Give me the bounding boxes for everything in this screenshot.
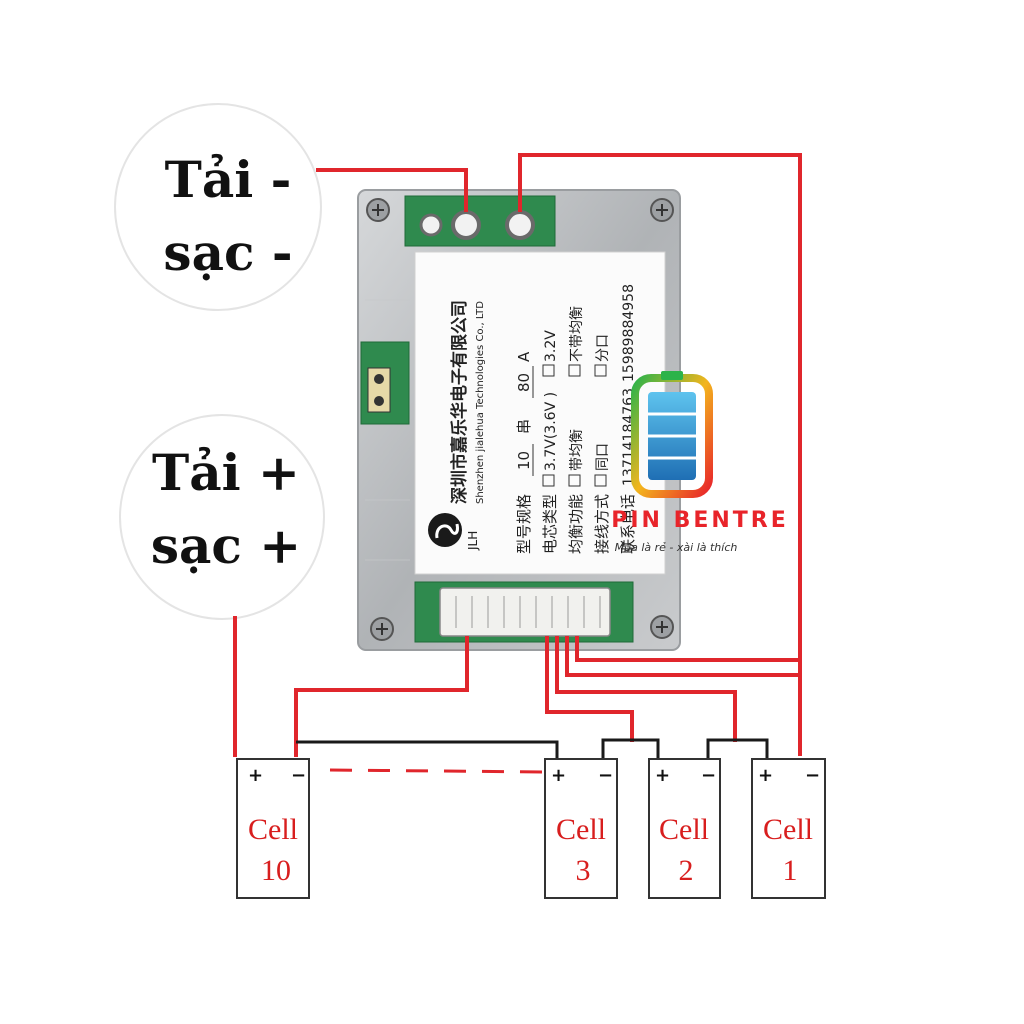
port-key: 接线方式 — [593, 494, 611, 554]
cell-2-number: 2 — [679, 854, 694, 887]
balance-option-2: 不带均衡 — [569, 306, 585, 362]
model-key: 型号规格 — [515, 494, 533, 554]
cell-1-minus: − — [805, 765, 820, 786]
series-link-cell3-cell2 — [601, 738, 660, 760]
positive-label-line2: sạc + — [151, 516, 301, 575]
pin-bentre-logo: PIN BENTRE Mua là rẻ - xài là thích — [611, 371, 789, 554]
current-unit: A — [515, 351, 533, 362]
wires — [233, 153, 802, 774]
cell-3-plus: + — [551, 765, 566, 786]
cell-10-number: 10 — [261, 854, 291, 887]
company-name-cn: 深圳市嘉乐华电子有限公司 — [449, 300, 470, 504]
port-option-1: 同口 — [595, 443, 611, 471]
load-charge-negative-circle: Tải - sạc - — [114, 103, 322, 311]
cell-10-label: Cell — [248, 813, 298, 846]
terminal-hole-1 — [419, 213, 443, 237]
negative-label-line1: Tải - — [165, 150, 292, 209]
screw-icon — [366, 198, 390, 222]
screw-icon — [370, 617, 394, 641]
cell-10: + − Cell 10 — [236, 758, 310, 899]
wire-balance-cell1 — [565, 636, 800, 677]
port-option-2: 分口 — [595, 334, 611, 362]
negative-label-line2: sạc - — [163, 223, 292, 282]
cell-type-key: 电芯类型 — [541, 494, 559, 554]
wire-cell1-negative — [518, 153, 802, 756]
brand-tagline: Mua là rẻ - xài là thích — [615, 541, 738, 554]
cell-2-plus: + — [655, 765, 670, 786]
cell-2: + − Cell 2 — [648, 758, 721, 899]
load-charge-positive-circle: Tải + sạc + — [119, 414, 325, 620]
terminal-hole-b-minus — [451, 210, 481, 240]
phone-2: 15989884958 — [621, 284, 637, 382]
cell-2-label: Cell — [659, 813, 709, 846]
model-series: 10 — [515, 451, 533, 470]
cell-1-number: 1 — [783, 854, 798, 887]
screw-icon — [650, 198, 674, 222]
wire-balance-cell2 — [555, 636, 737, 742]
wire-balance-cell10 — [294, 636, 469, 757]
cell-3-number: 3 — [576, 854, 591, 887]
brand-name: PIN BENTRE — [611, 508, 789, 533]
positive-label-line1: Tải + — [152, 443, 300, 502]
wire-balance-cell3 — [545, 636, 634, 742]
cell-10-minus: − — [291, 765, 306, 786]
series-link-cell10-cell3 — [296, 740, 559, 760]
balance-key: 均衡功能 — [567, 494, 585, 554]
logo-text: JLH — [466, 531, 480, 551]
jlh-logo-icon — [428, 513, 462, 547]
cell-10-plus: + — [248, 765, 263, 786]
phone-key: 联系电话 — [619, 494, 637, 554]
wire-balance-cell1-b — [575, 636, 800, 662]
screw-icon — [650, 615, 674, 639]
cell-2-minus: − — [701, 765, 716, 786]
dashed-cells-continuation — [329, 768, 546, 774]
cell-1: + − Cell 1 — [751, 758, 826, 899]
balance-option-1: 带均衡 — [569, 429, 585, 471]
cell-type-option-1: 3.7V(3.6V ) — [543, 392, 559, 471]
model-current: 80 — [515, 373, 533, 392]
cell-type-option-2: 3.2V — [543, 330, 559, 362]
cell-3: + − Cell 3 — [544, 758, 618, 899]
cell-1-label: Cell — [763, 813, 813, 846]
company-name-en: Shenzhen jialehua Technologies Co., LTD — [475, 301, 486, 504]
cell-1-plus: + — [758, 765, 773, 786]
series-unit: 串 — [515, 419, 533, 434]
cell-3-minus: − — [598, 765, 613, 786]
series-link-cell2-cell1 — [706, 738, 769, 760]
terminal-hole-p-minus — [505, 210, 535, 240]
wire-load-negative — [316, 168, 468, 212]
cell-3-label: Cell — [556, 813, 606, 846]
